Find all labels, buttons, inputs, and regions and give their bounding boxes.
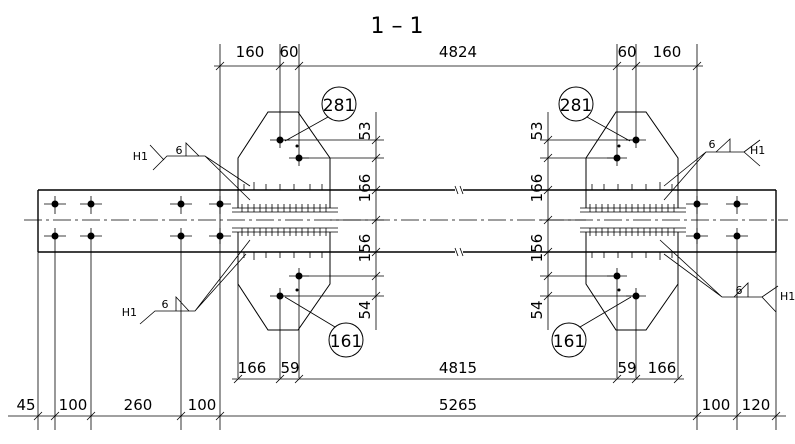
svg-text:161: 161: [330, 332, 362, 352]
extension-lines: [37, 44, 777, 430]
svg-text:160: 160: [653, 43, 682, 61]
dimension-row-middle: 166 59 4815 59 166: [232, 359, 684, 384]
svg-text:H1: H1: [133, 150, 148, 163]
svg-text:45: 45: [16, 396, 35, 414]
svg-text:59: 59: [280, 359, 299, 377]
callout-281-right: 281: [558, 86, 631, 142]
svg-text:156: 156: [528, 234, 546, 263]
callout-281-left: 281: [284, 86, 357, 142]
svg-text:160: 160: [236, 43, 265, 61]
weld-label-left-lower: H1 6: [122, 239, 251, 325]
svg-text:H1: H1: [122, 306, 137, 319]
svg-text:6: 6: [162, 298, 169, 311]
dimension-column-right: 53 166 156 54: [528, 112, 636, 330]
dimension-row-bottom: 45 100 260 100 5265 100 120: [8, 396, 786, 421]
svg-text:59: 59: [617, 359, 636, 377]
svg-text:100: 100: [59, 396, 88, 414]
svg-text:166: 166: [648, 359, 677, 377]
callout-161-left: 161: [284, 296, 364, 358]
svg-text:166: 166: [238, 359, 267, 377]
svg-text:281: 281: [560, 96, 592, 116]
svg-text:54: 54: [528, 300, 546, 319]
svg-text:53: 53: [356, 121, 374, 140]
svg-text:166: 166: [528, 174, 546, 203]
callout-161-right: 161: [551, 296, 632, 358]
svg-text:60: 60: [279, 43, 298, 61]
svg-text:120: 120: [742, 396, 771, 414]
svg-text:6: 6: [709, 138, 716, 151]
beam: [24, 185, 788, 257]
svg-text:4824: 4824: [439, 43, 477, 61]
svg-text:156: 156: [356, 234, 374, 263]
svg-text:281: 281: [323, 96, 355, 116]
svg-text:6: 6: [736, 284, 743, 297]
svg-text:100: 100: [188, 396, 217, 414]
svg-text:166: 166: [356, 174, 374, 203]
dimension-row-top: 160 60 4824 60 160: [214, 43, 703, 71]
weld-label-right-lower: H1 6: [659, 239, 795, 313]
svg-text:H1: H1: [780, 290, 795, 303]
svg-text:100: 100: [702, 396, 731, 414]
dimension-column-left: 53 166 156 54: [280, 112, 384, 330]
svg-text:60: 60: [617, 43, 636, 61]
gusset-right: [580, 111, 686, 331]
svg-text:5265: 5265: [439, 396, 477, 414]
section-title: 1 – 1: [371, 14, 424, 39]
weld-label-right-upper: H1 6: [663, 138, 765, 201]
weld-label-left-upper: H1 6: [133, 142, 251, 201]
svg-text:161: 161: [553, 332, 585, 352]
svg-text:6: 6: [176, 144, 183, 157]
svg-text:260: 260: [124, 396, 153, 414]
svg-text:54: 54: [356, 300, 374, 319]
svg-text:53: 53: [528, 121, 546, 140]
svg-text:4815: 4815: [439, 359, 477, 377]
svg-text:H1: H1: [750, 144, 765, 157]
